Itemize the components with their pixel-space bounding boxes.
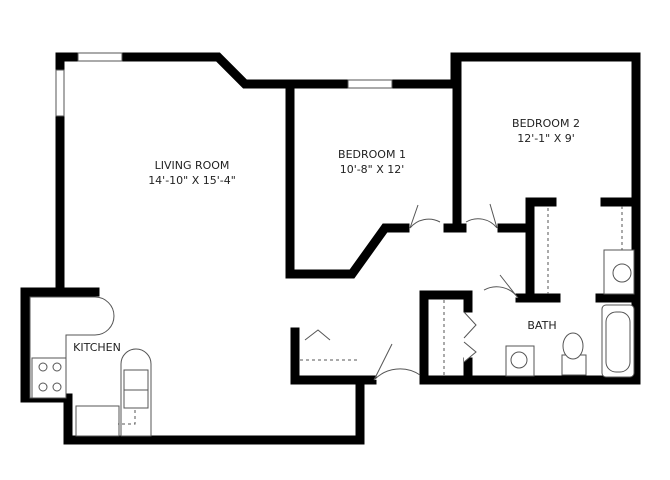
stove-icon — [31, 357, 67, 399]
closet-door — [304, 329, 331, 341]
room-label-kitchen: KITCHEN — [73, 340, 121, 355]
room-name: KITCHEN — [73, 341, 121, 354]
door-bedroom1 — [409, 204, 441, 229]
kitchen-wall — [20, 287, 365, 445]
burner — [38, 362, 48, 372]
burner — [52, 382, 62, 392]
window — [347, 79, 393, 89]
room-name: BEDROOM 2 — [512, 117, 580, 130]
toilet-icon — [562, 332, 584, 360]
bathtub-basin — [605, 311, 631, 373]
room-name: LIVING ROOM — [154, 159, 230, 172]
kitchen-sink-icon — [123, 369, 149, 391]
room-name: BATH — [527, 319, 557, 332]
burner — [52, 362, 62, 372]
closet-wall — [525, 197, 557, 303]
room-label-living-room: LIVING ROOM 14'-10" X 15'-4" — [148, 158, 236, 188]
door-bedroom2 — [465, 203, 498, 229]
washer-icon — [612, 263, 632, 283]
dishwasher — [118, 410, 136, 425]
room-size: 12'-1" X 9' — [517, 132, 575, 145]
linen-closet-door — [463, 311, 477, 363]
room-size: 10'-8" X 12' — [339, 163, 405, 176]
sink-bowl — [510, 351, 528, 369]
window — [55, 69, 65, 117]
door-bath — [483, 274, 519, 299]
window — [77, 52, 123, 62]
room-label-bedroom-2: BEDROOM 2 12'-1" X 9' — [512, 116, 580, 146]
room-name: BEDROOM 1 — [338, 148, 406, 161]
refrigerator-icon — [75, 405, 120, 437]
room-label-bath: BATH — [527, 318, 556, 333]
door-entry — [373, 343, 421, 381]
room-size: 14'-10" X 15'-4" — [148, 174, 236, 187]
burner — [38, 382, 48, 392]
bedroom1-wall — [285, 83, 410, 279]
room-label-bedroom-1: BEDROOM 1 10'-8" X 12' — [338, 147, 406, 177]
kitchen-sink-icon — [123, 389, 149, 409]
